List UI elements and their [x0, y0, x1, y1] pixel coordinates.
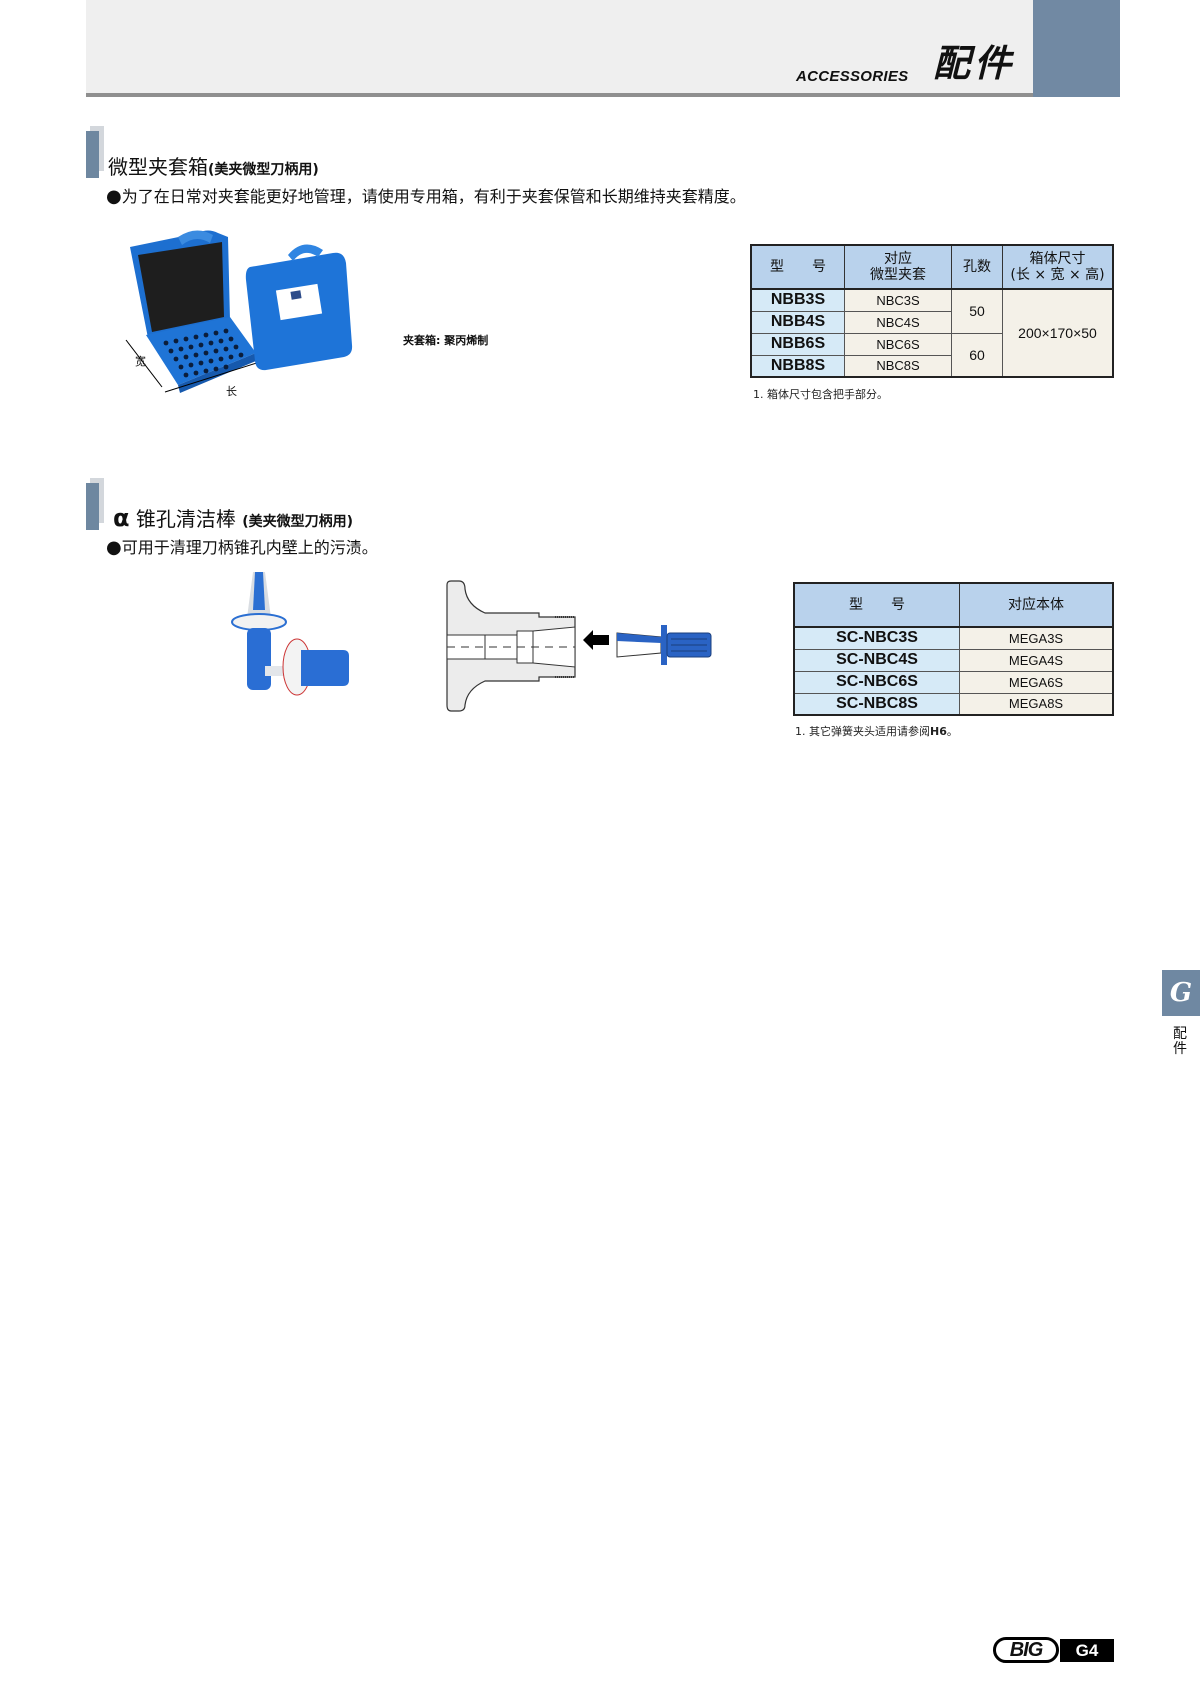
- section-title-sub: (美夹微型刀柄用): [242, 514, 354, 530]
- model-cell: NBB6S: [750, 332, 845, 356]
- model-cell: SC-NBC4S: [793, 648, 960, 672]
- table-header-row: 型 号 对应本体: [793, 582, 1114, 628]
- header-title-en: ACCESSORIES: [796, 68, 909, 85]
- header-rule: [86, 93, 1033, 97]
- description-text: 可用于清理刀柄锥孔内壁上的污渍。: [121, 538, 378, 557]
- col-collet-line2: 微型夹套: [870, 267, 926, 283]
- table-header-row: 型 号 对应微型夹套 孔数 箱体尺寸(长 × 宽 × 高): [750, 244, 1114, 290]
- section-title-main: 微型夹套箱: [108, 155, 208, 179]
- size-cell: 200×170×50: [1002, 288, 1114, 378]
- table-row: SC-NBC6S MEGA6S: [793, 670, 1114, 694]
- col-model: 型 号: [750, 244, 845, 290]
- col-size-line1: 箱体尺寸: [1029, 251, 1086, 267]
- table-row: NBB6S NBC6S 60: [750, 332, 1113, 378]
- width-label: 宽: [135, 355, 146, 368]
- section-title-sub: (美夹微型刀柄用): [208, 162, 319, 178]
- header-title-cn: 配件: [933, 42, 1015, 85]
- bullet-icon: ●: [106, 537, 122, 558]
- tab-label-char1: 配: [1173, 1026, 1187, 1042]
- taper-bore-cross-section: [446, 580, 576, 712]
- material-note: 夹套箱: 聚丙烯制: [403, 334, 489, 347]
- section-title-main: 锥孔清洁棒: [135, 507, 236, 531]
- model-cell: SC-NBC6S: [793, 670, 960, 694]
- holes-cell: 50: [951, 288, 1003, 334]
- table-row: NBB8S NBC8S: [750, 354, 1113, 378]
- alpha-symbol: α: [113, 504, 130, 532]
- bullet-icon: ●: [106, 186, 122, 207]
- collet-cell: NBC3S: [844, 288, 952, 312]
- col-holes: 孔数: [951, 244, 1003, 290]
- holes-cell: 60: [951, 332, 1003, 378]
- table-footnote: 1. 其它弹簧夹头适用请参阅H6。: [795, 723, 958, 739]
- footnote-end: 。: [946, 725, 958, 738]
- collet-case-image: 宽 长: [118, 225, 380, 400]
- arrow-left-icon: [583, 630, 609, 650]
- chapter-tab-label: 配件: [1170, 1027, 1190, 1057]
- footnote-text: 1. 其它弹簧夹头适用请参阅: [795, 725, 930, 738]
- section-description: ●为了在日常对夹套能更好地管理，请使用专用箱，有利于夹套保管和长期维持夹套精度。: [106, 187, 746, 207]
- table-row: SC-NBC3S MEGA3S: [793, 626, 1114, 650]
- collet-case-illustration: [125, 230, 353, 393]
- length-label: 长: [226, 385, 237, 398]
- section-title-cleaner: α 锥孔清洁棒 (美夹微型刀柄用): [113, 506, 353, 534]
- table-footnote: 1. 箱体尺寸包含把手部分。: [753, 388, 888, 401]
- taper-cleaner-illustration: [231, 572, 349, 696]
- collet-case-spec-table: 型 号 对应微型夹套 孔数 箱体尺寸(长 × 宽 × 高) NBB3S NBC3…: [750, 244, 1114, 378]
- description-text: 为了在日常对夹套能更好地管理，请使用专用箱，有利于夹套保管和长期维持夹套精度。: [121, 187, 746, 206]
- body-cell: MEGA4S: [959, 648, 1114, 672]
- model-cell: NBB3S: [750, 288, 845, 312]
- section-title-collet-case: 微型夹套箱(美夹微型刀柄用): [108, 155, 319, 182]
- body-cell: MEGA3S: [959, 626, 1114, 650]
- header-accent-block: [1033, 0, 1120, 97]
- taper-cleaner-photo: [215, 570, 355, 700]
- tab-label-char2: 件: [1173, 1041, 1187, 1057]
- col-collet-line1: 对应: [884, 251, 912, 267]
- col-collet: 对应微型夹套: [844, 244, 952, 290]
- col-size-line2: (长 × 宽 × 高): [1010, 267, 1105, 283]
- body-cell: MEGA8S: [959, 692, 1114, 716]
- col-model: 型 号: [793, 582, 960, 628]
- big-logo: BIG: [993, 1637, 1059, 1663]
- model-cell: SC-NBC8S: [793, 692, 960, 716]
- body-cell: MEGA6S: [959, 670, 1114, 694]
- table-row: NBB4S NBC4S: [750, 310, 1113, 334]
- header-band: [86, 0, 1033, 93]
- section-marker: [86, 131, 99, 178]
- section-description: ●可用于清理刀柄锥孔内壁上的污渍。: [106, 538, 378, 558]
- footnote-reference: H6: [930, 725, 947, 738]
- table-row: SC-NBC8S MEGA8S: [793, 692, 1114, 716]
- table-row: SC-NBC4S MEGA4S: [793, 648, 1114, 672]
- cleaner-tool-icon: [616, 625, 712, 665]
- cleaner-usage-diagram: [445, 575, 715, 715]
- page-number: G4: [1060, 1639, 1114, 1662]
- model-cell: NBB8S: [750, 354, 845, 378]
- chapter-tab-g[interactable]: G: [1162, 970, 1200, 1016]
- taper-cleaner-spec-table: 型 号 对应本体 SC-NBC3S MEGA3S SC-NBC4S MEGA4S…: [793, 582, 1114, 716]
- table-row: NBB3S NBC3S 50 200×170×50: [750, 288, 1114, 378]
- section-marker: [86, 483, 99, 530]
- model-cell: SC-NBC3S: [793, 626, 960, 650]
- col-body: 对应本体: [959, 582, 1114, 628]
- collet-cell: NBC4S: [844, 310, 952, 334]
- col-size: 箱体尺寸(长 × 宽 × 高): [1002, 244, 1114, 290]
- model-cell: NBB4S: [750, 310, 845, 334]
- collet-cell: NBC6S: [844, 332, 952, 356]
- collet-cell: NBC8S: [844, 354, 952, 378]
